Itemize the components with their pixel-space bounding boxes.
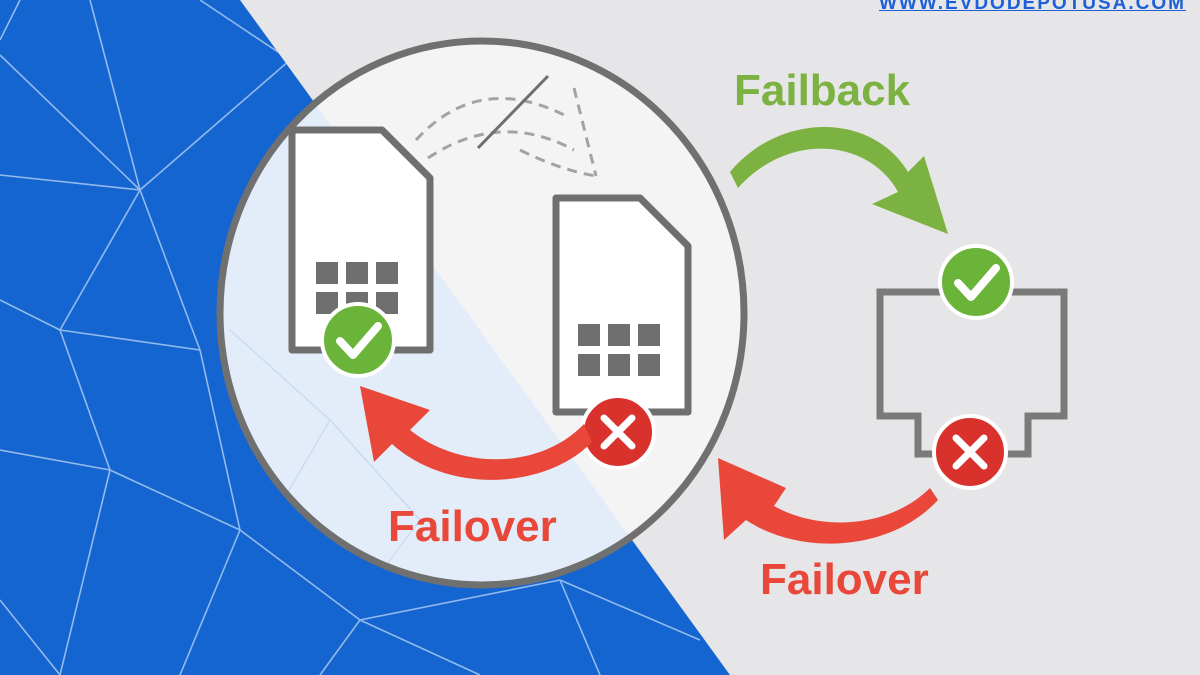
x-icon: [580, 394, 656, 470]
failback-arrow: [730, 127, 948, 234]
check-icon: [320, 302, 396, 378]
check-icon: [938, 244, 1014, 320]
failover-sim-label: Failover: [388, 502, 557, 551]
website-url[interactable]: WWW.EVDODEPOTUSA.COM: [878, 0, 1186, 14]
failover-ethernet-label: Failover: [760, 555, 929, 604]
ethernet-port-icon: [876, 288, 1068, 458]
failover-sim-arrow: [360, 386, 592, 480]
failback-label: Failback: [734, 66, 911, 115]
broken-link-icon: [414, 87, 598, 178]
x-icon: [932, 414, 1008, 490]
sim-card-primary-icon: [288, 126, 434, 354]
sim-card-secondary-icon: [552, 194, 692, 416]
failover-ethernet-arrow: [718, 458, 938, 544]
network-mesh: [0, 0, 701, 675]
